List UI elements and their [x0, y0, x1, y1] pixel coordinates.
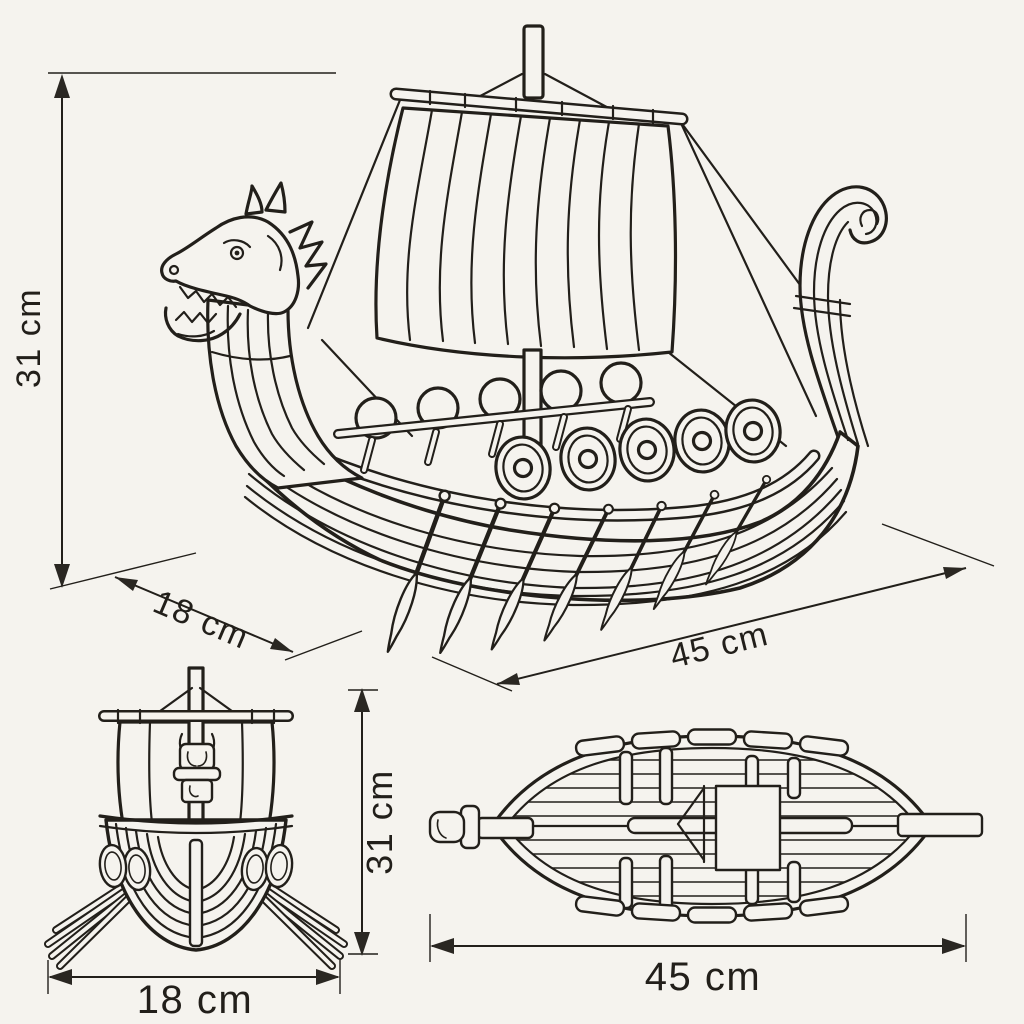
side-spar	[896, 812, 984, 838]
dimension-label-height: 31 cm	[10, 288, 48, 388]
front-view: 31 cm 18 cm	[44, 666, 400, 1022]
rigging-lines	[306, 98, 838, 448]
steering-oar	[428, 804, 535, 850]
front-dimension-beam: 18 cm	[47, 960, 341, 1022]
dimension-label-front-height: 31 cm	[359, 769, 400, 875]
front-dimension-height: 31 cm	[348, 688, 400, 956]
dimension-label-top-length: 45 cm	[645, 955, 761, 999]
oar-rack-beam	[333, 397, 655, 474]
dimension-height: 31 cm	[10, 72, 336, 588]
sail	[374, 106, 678, 360]
stern-spiral	[792, 185, 888, 448]
sail-stripes	[406, 108, 641, 352]
shields-row	[494, 398, 782, 501]
dimension-label-length: 45 cm	[666, 615, 772, 676]
isometric-view: 31 cm 18 cm 45 cm	[10, 24, 995, 692]
mast	[465, 24, 618, 457]
dragon-figurehead	[160, 181, 364, 490]
dimension-label-beam: 18 cm	[148, 583, 255, 657]
mast-step	[676, 784, 706, 864]
front-figurehead	[172, 732, 222, 804]
cargo-box	[714, 784, 782, 872]
top-dimension-length: 45 cm	[429, 914, 967, 999]
top-view: 45 cm	[428, 728, 984, 999]
front-yard	[98, 708, 294, 725]
gunwale-rail	[295, 443, 821, 522]
deck-planks	[506, 759, 918, 897]
front-shields	[98, 843, 294, 892]
shield-bumps	[574, 728, 850, 924]
dimension-label-front-beam: 18 cm	[137, 978, 253, 1022]
yard	[389, 87, 689, 126]
dimension-beam: 18 cm	[49, 552, 363, 661]
